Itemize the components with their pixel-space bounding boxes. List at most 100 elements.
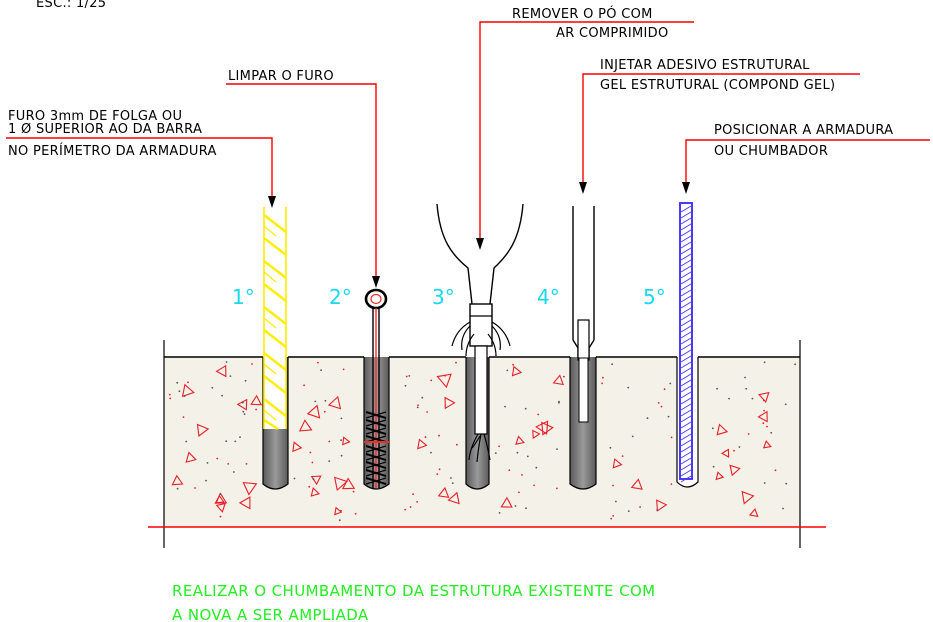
aggregate-speck	[663, 388, 666, 391]
step-4-injector	[572, 206, 595, 423]
aggregate-speck	[328, 440, 331, 443]
aggregate-mark	[215, 494, 225, 504]
rebar-hatch-line	[680, 229, 692, 237]
rebar-hatch-line	[680, 211, 692, 219]
callout-3-line-1: REMOVER O PÓ COM	[512, 6, 653, 22]
aggregate-speck	[182, 416, 185, 418]
aggregate-speck	[609, 446, 612, 449]
aggregate-speck	[430, 451, 432, 454]
aggregate-speck	[354, 512, 357, 515]
callout-1-line-2: 1 Ø SUPERIOR AO DA BARRA	[8, 122, 202, 137]
note-line-1: REALIZAR O CHUMBAMENTO DA ESTRUTURA EXIS…	[172, 582, 656, 600]
aggregate-mark	[341, 477, 356, 490]
aggregate-speck	[639, 506, 641, 508]
aggregate-speck	[612, 515, 615, 517]
leader-3	[479, 21, 694, 238]
aggregate-speck	[219, 493, 222, 495]
aggregate-speck	[784, 403, 787, 406]
aggregate-mark	[181, 383, 195, 398]
aggregate-speck	[340, 439, 342, 442]
aggregate-speck	[738, 446, 741, 448]
step-number-4: 4°	[537, 285, 560, 309]
aggregate-speck	[404, 508, 407, 511]
aggregate-mark	[741, 490, 755, 505]
aggregate-mark	[444, 396, 456, 410]
aggregate-speck	[716, 387, 718, 390]
aggregate-speck	[340, 417, 343, 420]
aggregate-mark	[333, 476, 348, 492]
aggregate-speck	[205, 479, 207, 482]
aggregate-speck	[728, 397, 730, 400]
aggregate-speck	[293, 477, 296, 480]
scale-label: ESC.: 1/25	[36, 0, 106, 11]
aggregate-speck	[514, 505, 517, 507]
aggregate-mark	[748, 508, 759, 518]
aggregate-speck	[244, 379, 247, 382]
aggregate-speck	[733, 449, 735, 452]
rebar-hatch-line	[680, 325, 692, 333]
rebar-hatch-line	[680, 445, 692, 453]
aggregate-speck	[340, 454, 343, 457]
aggregate-speck	[763, 409, 765, 412]
aggregate-speck	[763, 361, 766, 364]
aggregate-speck	[323, 410, 326, 413]
aggregate-speck	[187, 381, 189, 384]
aggregate-speck	[556, 448, 558, 450]
arrow-head-3	[476, 238, 484, 250]
aggregate-speck	[498, 512, 501, 514]
aggregate-mark	[437, 486, 450, 498]
aggregate-speck	[178, 390, 181, 393]
callout-4-line-1: INJETAR ADESIVO ESTRUTURAL	[600, 58, 810, 73]
aggregate-speck	[508, 469, 511, 472]
aggregate-speck	[612, 484, 614, 487]
callout-5: POSICIONAR A ARMADURA OU CHUMBADOR	[682, 123, 930, 194]
rebar-hatch-line	[680, 289, 692, 297]
aggregate-mark	[417, 438, 428, 450]
aggregate-speck	[455, 361, 457, 364]
rebar-hatch-line	[680, 421, 692, 429]
aggregate-speck	[430, 379, 433, 382]
rebar-hatch-line	[680, 409, 692, 417]
aggregate-speck	[225, 440, 228, 443]
aggregate-speck	[563, 375, 565, 378]
rebar-hatch-line	[680, 271, 692, 279]
aggregate-speck	[656, 509, 659, 511]
callout-1-line-1: FURO 3mm DE FOLGA OU	[8, 109, 182, 124]
aggregate-speck	[516, 451, 519, 454]
rebar-hatch-line	[680, 367, 692, 375]
rebar-hatch-line	[680, 307, 692, 315]
callout-5-line-1: POSICIONAR A ARMADURA	[714, 123, 893, 138]
aggregate-speck	[712, 465, 715, 468]
aggregate-speck	[535, 466, 538, 469]
rebar-hatch-line	[680, 373, 692, 381]
aggregate-speck	[303, 384, 305, 387]
rebar-hatch-line	[680, 361, 692, 369]
aggregate-mark	[630, 478, 643, 490]
aggregate-speck	[745, 387, 748, 390]
callout-5-line-2: OU CHUMBADOR	[714, 144, 828, 159]
leader-4	[582, 73, 860, 182]
aggregate-speck	[229, 375, 232, 377]
aggregate-mark	[656, 499, 668, 512]
aggregate-speck	[338, 519, 341, 522]
aggregate-speck	[417, 404, 419, 407]
rebar-hatch-line	[680, 301, 692, 309]
leader-1	[6, 137, 273, 196]
aggregate-mark	[436, 373, 452, 389]
hole-4	[569, 357, 597, 490]
aggregate-speck	[239, 436, 241, 438]
rebar-hatch-line	[680, 397, 692, 405]
rebar-hatch-line	[680, 241, 692, 249]
aggregate-mark	[185, 451, 197, 463]
aggregate-mark	[532, 429, 541, 440]
aggregate-speck	[506, 369, 509, 372]
aggregate-speck	[556, 487, 558, 490]
callout-1-line-3: NO PERÍMETRO DA ARMADURA	[8, 143, 217, 159]
aggregate-speck	[169, 397, 172, 400]
leader-2	[226, 83, 377, 276]
aggregate-mark	[342, 436, 351, 446]
aggregate-speck	[601, 382, 603, 385]
aggregate-speck	[168, 393, 171, 396]
aggregate-mark	[757, 410, 768, 423]
aggregate-mark	[310, 475, 322, 486]
